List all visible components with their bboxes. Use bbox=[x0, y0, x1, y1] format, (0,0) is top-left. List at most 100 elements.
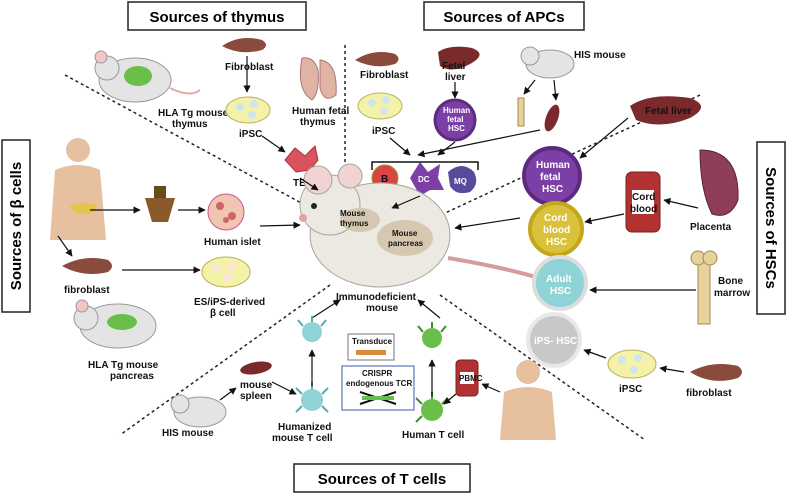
label-es-ips-beta: β cell bbox=[210, 308, 236, 319]
human-body-tcell-icon bbox=[500, 360, 556, 440]
label-transduce: Transduce bbox=[352, 337, 393, 346]
header-tcells-text: Sources of T cells bbox=[318, 471, 446, 488]
label-apc-hsc-1: Human bbox=[443, 106, 470, 115]
label-human-islet: Human islet bbox=[204, 237, 261, 248]
label-ipsc-hsc: iPSC bbox=[619, 384, 642, 395]
label-dc-cell: DC bbox=[418, 175, 430, 184]
header-thymus: Sources of thymus bbox=[127, 1, 307, 31]
label-fetal-liver-hsc: Fetal liver bbox=[645, 106, 692, 117]
label-immunodeficient-mouse: mouse bbox=[366, 303, 399, 314]
header-hscs: Sources of HSCs bbox=[756, 141, 786, 315]
label-mq-cell: MQ bbox=[454, 177, 467, 186]
label-humanized: Humanized bbox=[278, 422, 331, 433]
label-b-cell: B bbox=[381, 174, 388, 185]
adult-hsc-icon bbox=[532, 255, 588, 311]
es-ips-dish-icon bbox=[201, 256, 251, 288]
label-mouse-spleen-2: spleen bbox=[240, 391, 272, 402]
label-placenta: Placenta bbox=[690, 222, 732, 233]
crispr-box: CRISPR endogenous TCR bbox=[341, 365, 415, 411]
divider-lower-left bbox=[119, 284, 331, 436]
label-crispr-tcr: endogenous TCR bbox=[346, 379, 412, 388]
label-hla-mouse-thymus: thymus bbox=[172, 119, 208, 130]
human-fetal-hsc-apc-icon bbox=[433, 98, 477, 142]
label-mouse-pancreas-1: Mouse bbox=[392, 229, 418, 238]
ipsc-hsc-dish-icon bbox=[607, 349, 657, 379]
bone-marrow-icon bbox=[690, 250, 718, 325]
label-ips-hsc: iPS- HSC bbox=[534, 336, 577, 347]
human-t-cell-icon bbox=[415, 392, 449, 423]
label-hf-hsc-2: fetal bbox=[540, 172, 561, 183]
header-apcs-text: Sources of APCs bbox=[443, 9, 564, 26]
ipsc-dish-icon bbox=[225, 96, 271, 124]
label-apc-hsc-3: HSC bbox=[448, 124, 465, 133]
fibroblast-apc-icon bbox=[355, 52, 399, 67]
human-body-beta-icon bbox=[50, 138, 106, 240]
human-fetal-thymus-icon bbox=[299, 57, 337, 101]
hla-tg-mouse-thymus-icon bbox=[94, 50, 201, 103]
ips-hsc-icon bbox=[526, 312, 582, 368]
label-cord-bag-1: Cord bbox=[632, 192, 655, 203]
label-fibroblast-hsc: fibroblast bbox=[686, 388, 732, 399]
label-bone-marrow: marrow bbox=[714, 288, 750, 299]
his-mouse-apc-icon bbox=[520, 46, 575, 79]
humanized-t-cell-icon bbox=[295, 382, 329, 413]
label-bone: Bone bbox=[718, 276, 743, 287]
transduce-box: Transduce bbox=[347, 333, 395, 361]
label-cord-hsc-3: HSC bbox=[546, 237, 567, 248]
label-mouse-thymus-1: Mouse bbox=[340, 209, 366, 218]
label-his-mouse-tcell: HIS mouse bbox=[162, 428, 214, 439]
label-immunodeficient: Immunodeficient bbox=[336, 292, 417, 303]
label-ipsc-apc: iPSC bbox=[372, 126, 395, 137]
cord-blood-bag-icon bbox=[625, 171, 661, 233]
label-fibroblast-beta: fibroblast bbox=[64, 285, 110, 296]
fibroblast-beta-icon bbox=[62, 258, 112, 274]
label-human-fetal-thymus: thymus bbox=[300, 117, 336, 128]
label-humanized-mouse-t-cell: mouse T cell bbox=[272, 433, 333, 444]
label-cord-hsc-1: Cord bbox=[544, 213, 567, 224]
bone-apc-icon bbox=[517, 97, 525, 127]
label-adult-hsc-1: Adult bbox=[546, 274, 572, 285]
header-apcs: Sources of APCs bbox=[423, 1, 585, 31]
header-hscs-text: Sources of HSCs bbox=[762, 167, 779, 289]
placenta-icon bbox=[699, 149, 739, 216]
mq-cell-icon bbox=[448, 166, 477, 194]
pbmc-bag-icon bbox=[455, 359, 479, 397]
label-hla-pancreas: HLA Tg mouse bbox=[88, 360, 159, 371]
t-cell-engineered-icon bbox=[417, 322, 447, 348]
label-mouse-spleen-1: mouse bbox=[240, 380, 273, 391]
label-apc-hsc-2: fetal bbox=[447, 115, 463, 124]
islet-isolation-icon bbox=[145, 186, 175, 222]
header-tcells: Sources of T cells bbox=[293, 463, 471, 493]
t-cell-reinfused-icon bbox=[297, 316, 327, 342]
spleen-apc-icon bbox=[544, 104, 560, 132]
label-fibroblast-apc: Fibroblast bbox=[360, 70, 409, 81]
cord-blood-hsc-icon bbox=[528, 201, 584, 257]
label-fetal-liver: Fetal bbox=[442, 61, 466, 72]
immunodeficient-mouse-icon bbox=[299, 163, 561, 288]
hla-tg-mouse-pancreas-icon bbox=[73, 299, 157, 349]
header-beta: Sources of β cells bbox=[1, 139, 31, 313]
label-mouse-pancreas-2: pancreas bbox=[388, 239, 424, 248]
label-pbmc: PBMC bbox=[459, 374, 483, 383]
label-hla-mouse: HLA Tg mouse bbox=[158, 108, 229, 119]
label-es-ips: ES/iPS-derived bbox=[194, 297, 265, 308]
tec-cell-icon bbox=[284, 144, 319, 173]
label-cord-bag-2: blood bbox=[630, 204, 657, 215]
mouse-spleen-icon bbox=[240, 361, 272, 375]
label-human-t-cell: Human T cell bbox=[402, 430, 464, 441]
header-beta-text: Sources of β cells bbox=[8, 162, 25, 290]
label-hf-hsc-1: Human bbox=[536, 160, 570, 171]
label-crispr: CRISPR bbox=[362, 369, 392, 378]
label-hf-hsc-3: HSC bbox=[542, 184, 563, 195]
label-his-mouse-apc: HIS mouse bbox=[574, 50, 626, 61]
label-ipsc-thymus: iPSC bbox=[239, 129, 262, 140]
fibroblast-icon bbox=[222, 38, 266, 53]
label-adult-hsc-2: HSC bbox=[550, 286, 571, 297]
label-hla-pancreas-2: pancreas bbox=[110, 371, 154, 382]
header-thymus-text: Sources of thymus bbox=[149, 9, 284, 26]
label-tec: TEC bbox=[293, 178, 313, 189]
human-islet-icon bbox=[207, 193, 245, 231]
apc-bracket bbox=[371, 161, 479, 170]
